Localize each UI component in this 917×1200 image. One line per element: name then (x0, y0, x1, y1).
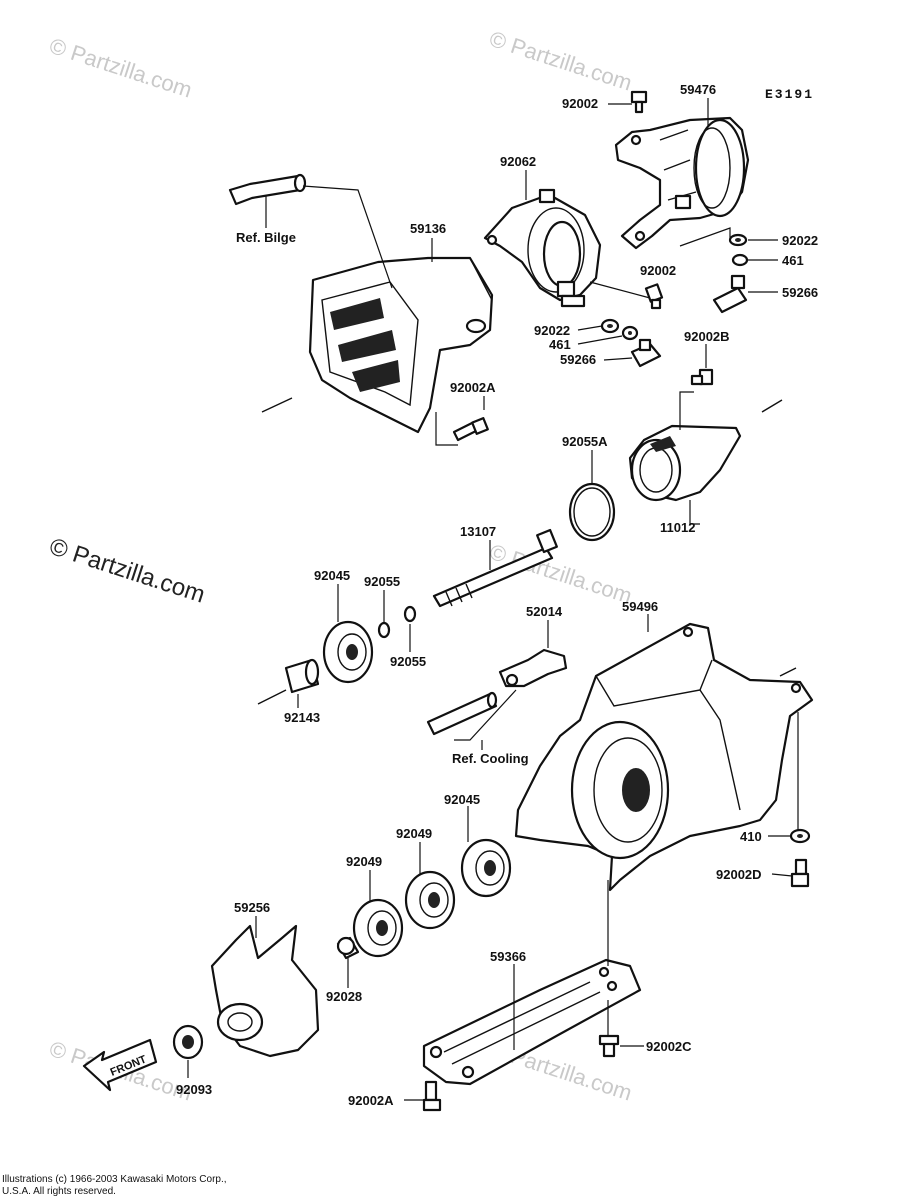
nut-461-right (731, 253, 749, 267)
ring-92055-a (377, 621, 391, 639)
bolt-92002A-bottom (422, 1080, 442, 1112)
cooling-hose (426, 691, 498, 736)
nut-461-left (621, 325, 639, 341)
bolt-92002C (598, 1034, 620, 1058)
label-ref-cooling: Ref. Cooling (452, 751, 529, 766)
bolt-92002D (790, 858, 810, 888)
part-59366-plate (422, 958, 642, 1086)
copyright-line-1: Illustrations (c) 1966-2003 Kawasaki Mot… (2, 1174, 227, 1185)
label-92055A: 92055A (562, 434, 608, 449)
part-92062-clamp (483, 188, 602, 308)
part-59256-impeller (210, 924, 320, 1058)
bolt-92002A-top (452, 417, 489, 442)
bolt-92002-mid (644, 283, 664, 310)
label-11012: 11012 (660, 520, 695, 535)
part-59496-pumpcase (514, 622, 814, 892)
label-92002A-bottom: 92002A (348, 1093, 394, 1108)
bearing-92049-b (404, 870, 456, 930)
label-92055-a: 92055 (364, 574, 400, 589)
washer-92022-right (728, 233, 748, 247)
bearing-92049-a (352, 898, 404, 958)
label-59496: 59496 (622, 599, 658, 614)
collar-92028 (336, 936, 360, 960)
label-13107: 13107 (460, 524, 496, 539)
bearing-92045-mid (460, 838, 512, 898)
cap-92093 (172, 1024, 204, 1060)
bolt-92002B (690, 368, 714, 386)
bolt-92002-top (630, 90, 648, 114)
label-ref-bilge: Ref. Bilge (236, 230, 296, 245)
part-59476-nozzle (614, 116, 750, 250)
copyright-line-2: U.S.A. All rights reserved. (2, 1186, 116, 1197)
watermark: © Partzilla.com (46, 33, 195, 103)
label-92022-right: 92022 (782, 233, 818, 248)
bearing-92045-top (322, 620, 374, 684)
label-92022-left: 92022 (534, 323, 570, 338)
label-461-right: 461 (782, 253, 804, 268)
label-92049-a: 92049 (346, 854, 382, 869)
label-59366: 59366 (490, 949, 526, 964)
label-52014: 52014 (526, 604, 563, 619)
label-92028: 92028 (326, 989, 362, 1004)
front-arrow-icon: FRONT (82, 1038, 158, 1092)
label-59136: 59136 (410, 221, 446, 236)
bilge-hose (228, 173, 307, 206)
washer-92022-left (600, 318, 620, 334)
watermark: © Partzilla.com (46, 533, 208, 609)
label-92055-b: 92055 (390, 654, 426, 669)
washer-410 (789, 828, 811, 844)
label-59266-right: 59266 (782, 285, 818, 300)
label-59266-left: 59266 (560, 352, 596, 367)
label-59256: 59256 (234, 900, 270, 915)
label-59476: 59476 (680, 82, 716, 97)
label-92002-top: 92002 (562, 96, 598, 111)
diagram-code: E3191 (765, 87, 814, 102)
label-92062: 92062 (500, 154, 536, 169)
label-461-left: 461 (549, 337, 571, 352)
label-92002A-top: 92002A (450, 380, 496, 395)
part-59136-housing (308, 256, 494, 434)
label-92002D: 92002D (716, 867, 762, 882)
label-92093: 92093 (176, 1082, 212, 1097)
fitting-59266-right (712, 274, 748, 314)
fitting-59266-left (630, 338, 662, 368)
label-92002C: 92002C (646, 1039, 692, 1054)
oring-92055A (568, 482, 616, 542)
part-13107-shaft (432, 528, 558, 608)
label-92045-mid: 92045 (444, 792, 480, 807)
collar-92143 (284, 658, 320, 694)
label-410: 410 (740, 829, 762, 844)
label-92045-top: 92045 (314, 568, 350, 583)
label-92049-b: 92049 (396, 826, 432, 841)
watermark: © Partzilla.com (486, 26, 635, 96)
label-92002B: 92002B (684, 329, 730, 344)
fitting-52014 (498, 648, 568, 688)
label-92143: 92143 (284, 710, 320, 725)
label-92002-mid: 92002 (640, 263, 676, 278)
ring-92055-b (403, 605, 417, 623)
part-11012-reducer (628, 424, 742, 502)
